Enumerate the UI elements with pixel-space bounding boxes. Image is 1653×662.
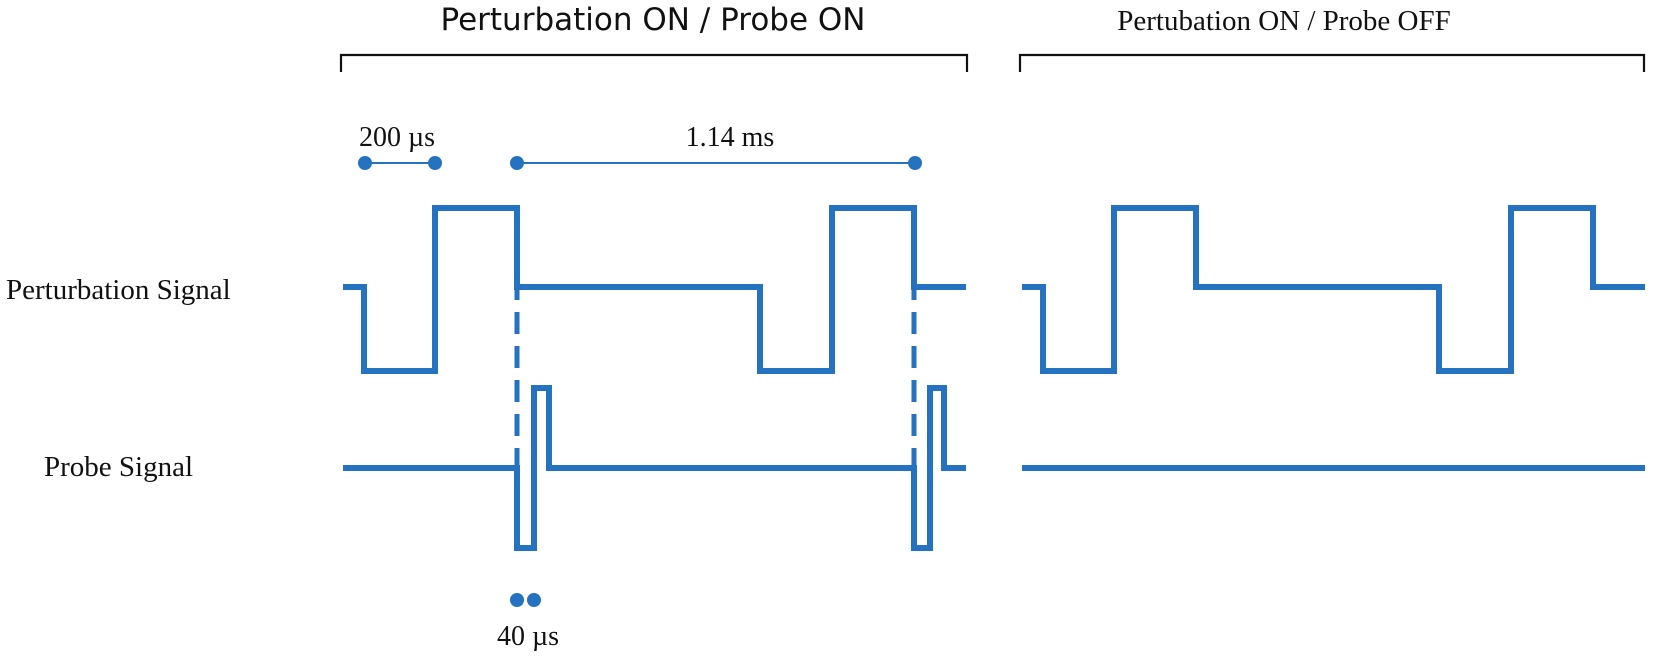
section-bracket-probe-off bbox=[1018, 53, 1646, 72]
period-dot-start bbox=[510, 156, 524, 170]
pulse-width-dot-start bbox=[358, 156, 372, 170]
period-dot-end bbox=[908, 156, 922, 170]
section-title-probe-on: Perturbation ON / Probe ON bbox=[441, 2, 866, 38]
probe-waveform-left bbox=[343, 385, 966, 551]
row-label-perturbation: Perturbation Signal bbox=[6, 274, 231, 306]
annotation-probe-width: 40 µs bbox=[497, 621, 559, 652]
row-label-probe: Probe Signal bbox=[44, 451, 193, 483]
annotation-pulse-width: 200 µs bbox=[359, 122, 435, 153]
perturbation-waveform-right bbox=[1022, 205, 1645, 374]
section-bracket-probe-on bbox=[339, 53, 969, 72]
annotation-period: 1.14 ms bbox=[686, 122, 775, 153]
pulse-width-dot-end bbox=[428, 156, 442, 170]
section-title-probe-off: Pertubation ON / Probe OFF bbox=[1117, 5, 1451, 37]
perturbation-waveform-left bbox=[343, 205, 966, 374]
probe-width-dot-start bbox=[510, 593, 524, 607]
probe-width-dot-end bbox=[527, 593, 541, 607]
